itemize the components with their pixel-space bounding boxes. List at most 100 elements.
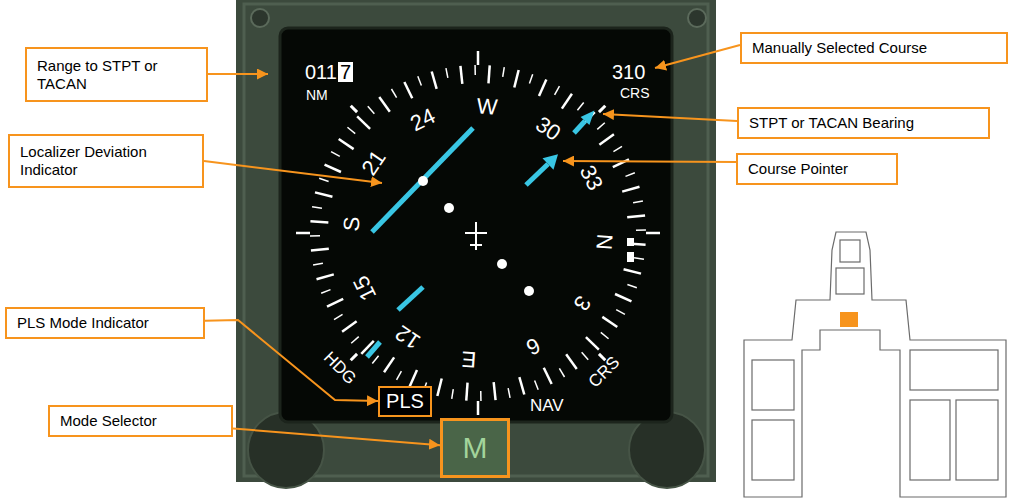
- readout-text: HDG: [321, 349, 360, 388]
- display-screen: [280, 28, 672, 422]
- course-pointer-head: [543, 154, 559, 170]
- cockpit-part: [956, 400, 998, 480]
- compass-tick: [616, 310, 625, 315]
- cockpit-part: [840, 240, 860, 262]
- compass-tick: [539, 80, 546, 96]
- compass-tick: [325, 165, 341, 172]
- leader-line: [205, 320, 378, 401]
- readout-text: NAV: [530, 397, 564, 414]
- compass-tick: [334, 314, 343, 319]
- cdi-dot: [444, 203, 454, 213]
- bezel: [236, 0, 716, 488]
- readout-text: 310: [612, 62, 645, 82]
- compass-tick: [494, 382, 496, 400]
- readout-text: CRS: [585, 353, 622, 390]
- compass-tick: [466, 383, 467, 401]
- compass-tick: [622, 187, 639, 192]
- cockpit-outline: [744, 232, 1006, 497]
- course-pointer: [526, 164, 548, 185]
- compass-tick: [559, 368, 564, 377]
- mode-text: PLS: [386, 390, 424, 413]
- compass-tick: [582, 352, 589, 360]
- leader-line: [208, 73, 268, 75]
- localizer-bar: [372, 128, 473, 232]
- cockpit-part: [910, 350, 998, 390]
- bearing-tail-mark: [627, 238, 634, 246]
- compass-tick: [544, 368, 552, 384]
- compass-tick: [317, 274, 334, 279]
- compass-ticks: [296, 51, 660, 415]
- compass-tick: [586, 337, 599, 350]
- compass-tick: [601, 332, 609, 338]
- cdi-dot: [497, 259, 507, 269]
- bearing-pointer-head: [581, 111, 595, 125]
- compass-tick: [529, 74, 532, 83]
- compass-tick: [535, 381, 539, 390]
- readout-text: NM: [306, 88, 328, 102]
- callout-text: Mode Selector: [60, 412, 221, 430]
- screw: [688, 9, 706, 27]
- lubber-mark: [296, 232, 310, 235]
- readout-text: CRS: [620, 86, 650, 100]
- compass-label: 12: [391, 321, 424, 353]
- compass-tick: [312, 207, 322, 209]
- compass-tick: [488, 65, 489, 83]
- compass-tick: [311, 249, 329, 251]
- compass-tick: [327, 299, 343, 307]
- compass-tick: [555, 86, 560, 95]
- compass-label: S: [341, 216, 364, 232]
- callout-box: Manually Selected Course: [740, 32, 1008, 64]
- callout-text: STPT or TACAN Bearing: [749, 114, 978, 132]
- compass-tick: [432, 72, 437, 89]
- compass-tick: [310, 235, 320, 237]
- aircraft-symbol: [470, 244, 482, 246]
- leader-line: [563, 161, 736, 162]
- compass-tick: [404, 82, 412, 98]
- compass-tick: [602, 317, 617, 327]
- compass-tick: [410, 370, 417, 386]
- readout-text: 011: [305, 62, 337, 82]
- compass-tick: [599, 134, 614, 145]
- cdi-dot: [418, 176, 428, 186]
- callout-text: PLS Mode Indicator: [17, 314, 193, 332]
- compass-label: E: [461, 347, 477, 370]
- compass-tick: [615, 294, 631, 301]
- aircraft-symbol: [465, 232, 487, 234]
- bezel-frame: [236, 0, 716, 482]
- screw: [251, 9, 269, 27]
- mode-text: M: [463, 431, 488, 465]
- callout-box: Course Pointer: [736, 153, 898, 185]
- compass-tick: [339, 139, 354, 149]
- compass-tick: [452, 389, 454, 399]
- bearing-tail-mark: [627, 252, 634, 262]
- compass-tick: [315, 192, 332, 196]
- compass-label: N: [592, 233, 615, 250]
- callout-box: Range to STPT or TACAN: [25, 47, 208, 102]
- compass-label: 24: [407, 104, 439, 135]
- compass-tick: [347, 127, 355, 133]
- compass-tick: [519, 377, 524, 394]
- compass-tick: [310, 221, 328, 222]
- cockpit-part: [752, 420, 794, 480]
- course-tail: [398, 287, 423, 310]
- compass-tick: [342, 321, 357, 332]
- compass-label: W: [476, 96, 498, 119]
- cockpit-part: [752, 360, 794, 410]
- compass-tick: [357, 116, 370, 129]
- compass-label: 3: [570, 292, 595, 314]
- compass-tick: [372, 356, 378, 364]
- compass-label: 15: [349, 272, 380, 304]
- compass-tick: [562, 94, 572, 109]
- compass-tick: [331, 152, 340, 157]
- mode-button: M: [440, 418, 510, 478]
- callout-text: Course Pointer: [748, 160, 886, 178]
- compass-tick: [633, 201, 643, 203]
- compass-tick: [577, 102, 583, 110]
- cockpit-part: [910, 400, 950, 480]
- cockpit-part: [836, 268, 864, 294]
- mode-indicator-box: PLS: [378, 386, 432, 417]
- compass-tick: [566, 354, 577, 369]
- cockpit-map: [744, 232, 1006, 497]
- compass-tick: [384, 357, 394, 372]
